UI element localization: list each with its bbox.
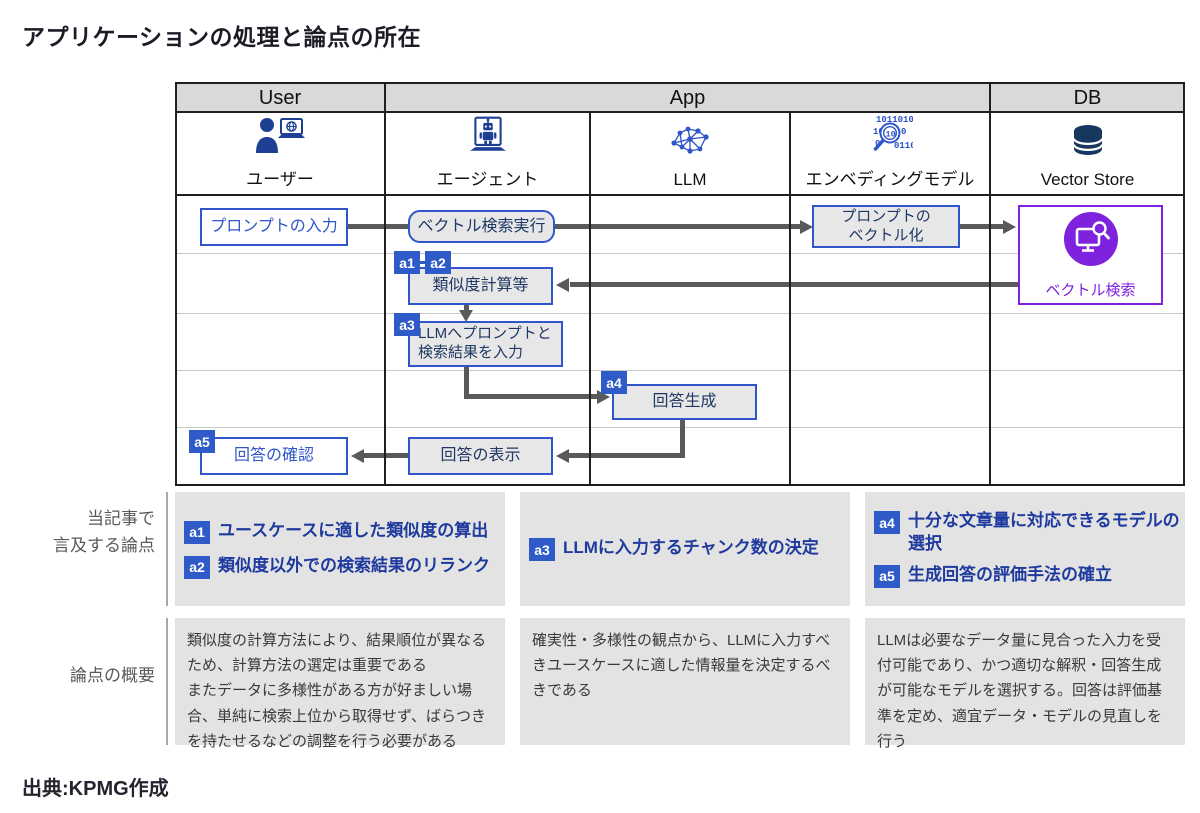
actor-llm: LLM: [590, 118, 790, 190]
header-divider: [989, 82, 991, 113]
svg-text:0110: 0110: [894, 141, 913, 151]
issue-item-a2: a2 類似度以外での検索結果のリランク: [184, 555, 501, 579]
issues-card-2: a3 LLMに入力するチャンク数の決定: [520, 492, 850, 606]
arrowhead: [556, 449, 569, 463]
issue-item-a3: a3 LLMに入力するチャンク数の決定: [529, 537, 846, 561]
column-line: [384, 113, 386, 486]
step-prompt-vectorize: プロンプトの ベクトル化: [812, 205, 960, 248]
badge-a3: a3: [394, 313, 420, 336]
issue-item-a4: a4 十分な文章量に対応できるモデルの 選択: [874, 510, 1181, 556]
step-vector-search-exec: ベクトル検索実行: [408, 210, 555, 243]
row-line: [177, 313, 1183, 314]
arrow-answergen-to-display: [569, 453, 685, 458]
summary-text: 類似度の計算方法により、結果順位が異なるため、計算方法の選定は重要である またデ…: [187, 632, 487, 750]
actor-label-llm: LLM: [673, 170, 707, 189]
svg-text:0: 0: [901, 127, 906, 137]
badge-a2: a2: [425, 251, 451, 274]
summary-card-3: LLMは必要なデータ量に見合った入力を受付可能であり、かつ適切な解釈・回答生成が…: [865, 618, 1185, 750]
arrowhead: [800, 220, 813, 234]
svg-text:10: 10: [873, 127, 884, 137]
column-line: [989, 113, 991, 486]
issue-item-a5: a5 生成回答の評価手法の確立: [874, 564, 1181, 588]
user-laptop-icon: [254, 116, 306, 159]
arrow-vectorize-to-store: [956, 224, 1004, 229]
step-vector-search: ベクトル検索: [1018, 205, 1163, 305]
column-line: [789, 113, 791, 486]
page-title: アプリケーションの処理と論点の所在: [22, 24, 422, 50]
actor-embedding: 1011010 10 0 0 0110 10 エンベディングモデル: [790, 115, 990, 190]
actor-label-user: ユーザー: [246, 170, 314, 189]
issues-card-3: a4 十分な文章量に対応できるモデルの 選択 a5 生成回答の評価手法の確立: [865, 492, 1185, 606]
arrow-display-to-check: [364, 453, 408, 458]
badge-a4: a4: [601, 371, 627, 394]
svg-text:1011010: 1011010: [876, 115, 913, 125]
actor-agent: エージェント: [385, 116, 590, 190]
actor-row-line: [175, 194, 1185, 196]
arrowhead: [556, 278, 569, 292]
issue-text: ユースケースに適した類似度の算出: [218, 520, 489, 540]
arrow-prompt-to-vectorize: [347, 224, 801, 229]
embedding-model-icon: 1011010 10 0 0 0110 10: [867, 112, 916, 159]
step-llm-input: LLMへプロンプトと 検索結果を入力: [408, 321, 563, 367]
issue-text: 十分な文章量に対応できるモデルの 選択: [908, 511, 1180, 553]
summary-text: LLMは必要なデータ量に見合った入力を受付可能であり、かつ適切な解釈・回答生成が…: [877, 632, 1163, 750]
arrowhead: [459, 310, 473, 322]
step-answer-display: 回答の表示: [408, 437, 553, 475]
actor-label-vector-store: Vector Store: [1040, 170, 1135, 189]
badge-a5: a5: [189, 430, 215, 453]
summary-band-label: 論点の概要: [70, 666, 155, 685]
issue-text: 類似度以外での検索結果のリランク: [218, 555, 490, 575]
row-line: [177, 253, 1183, 254]
arrow-llminput-elbow-v: [464, 367, 469, 399]
issues-band-label: 当記事で 言及する論点: [53, 509, 155, 556]
arrowhead: [1003, 220, 1016, 234]
agent-robot-icon: [467, 116, 509, 159]
step-answer-gen: 回答生成: [612, 384, 757, 420]
issue-item-a1: a1 ユースケースに適した類似度の算出: [184, 520, 501, 544]
lane-group-app: App: [669, 87, 706, 109]
actor-label-agent: エージェント: [436, 170, 539, 189]
badge-a3: a3: [529, 538, 555, 561]
vector-search-label: ベクトル検索: [1045, 281, 1136, 299]
badge-a1: a1: [394, 251, 420, 274]
source-note: 出典:KPMG作成: [22, 778, 169, 800]
issues-card-1: a1 ユースケースに適した類似度の算出 a2 類似度以外での検索結果のリランク: [175, 492, 505, 606]
summary-text: 確実性・多様性の観点から、LLMに入力すべきユースケースに適した情報量を決定する…: [532, 632, 831, 700]
actor-vector-store: Vector Store: [990, 118, 1185, 190]
column-line: [589, 113, 591, 486]
badge-a1: a1: [184, 520, 210, 544]
lane-group-db: DB: [1073, 87, 1102, 109]
database-icon: [1068, 123, 1108, 164]
vector-search-icon: [1063, 211, 1119, 272]
summary-card-1: 類似度の計算方法により、結果順位が異なるため、計算方法の選定は重要である またデ…: [175, 618, 505, 750]
badge-a5: a5: [874, 564, 900, 588]
badge-a2: a2: [184, 555, 210, 579]
header-divider: [384, 82, 386, 113]
arrow-answergen-elbow-v: [680, 420, 685, 456]
arrow-similarity-to-llminput: [464, 305, 469, 311]
row-line: [177, 370, 1183, 371]
issue-text: 生成回答の評価手法の確立: [908, 564, 1112, 584]
arrowhead: [351, 449, 364, 463]
band-divider: [166, 618, 168, 745]
badge-a4: a4: [874, 511, 900, 535]
neural-network-icon: [666, 123, 714, 164]
band-divider: [166, 492, 168, 606]
badge-connector: [419, 261, 426, 264]
summary-card-2: 確実性・多様性の観点から、LLMに入力すべきユースケースに適した情報量を決定する…: [520, 618, 850, 745]
lane-group-user: User: [258, 87, 302, 109]
svg-text:10: 10: [886, 130, 896, 140]
step-prompt-input: プロンプトの入力: [200, 208, 348, 246]
actor-user: ユーザー: [175, 118, 385, 190]
arrow-llminput-to-answergen: [464, 394, 598, 399]
step-answer-check: 回答の確認: [200, 437, 348, 475]
issue-text: LLMに入力するチャンク数の決定: [563, 538, 819, 557]
actor-label-embedding: エンベディングモデル: [805, 170, 975, 189]
arrow-store-to-similarity: [570, 282, 1018, 287]
